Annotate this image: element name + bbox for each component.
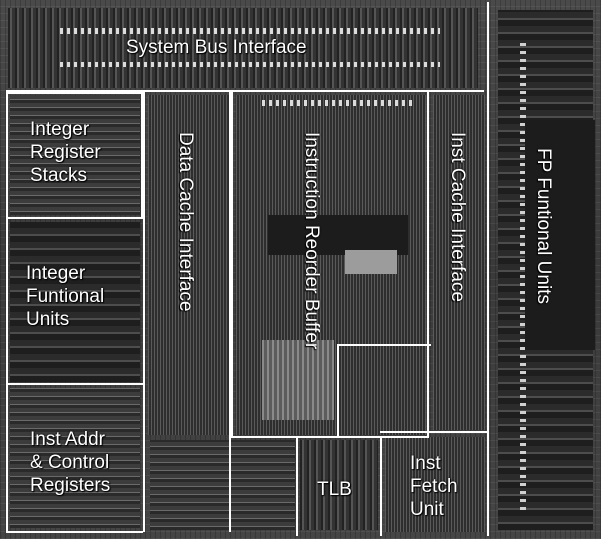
data-cache-interface-label: Data Cache Interface — [174, 132, 197, 312]
inst-fetch-unit-label: Inst Fetch Unit — [410, 452, 458, 521]
fp-funtional-units-label: FP Funtional Units — [532, 148, 555, 304]
inst-cache-interface-label: Inst Cache Interface — [446, 132, 469, 302]
instruction-reorder-buffer-label: Instruction Reorder Buffer — [300, 132, 323, 349]
inst-addr-control-registers-label: Inst Addr & Control Registers — [30, 428, 110, 497]
inner-box — [337, 344, 431, 438]
system-bus-interface-label: System Bus Interface — [126, 36, 307, 59]
integer-register-stacks-label: Integer Register Stacks — [30, 118, 101, 187]
tlb-label: TLB — [317, 478, 352, 501]
integer-funtional-units-label: Integer Funtional Units — [26, 262, 104, 331]
